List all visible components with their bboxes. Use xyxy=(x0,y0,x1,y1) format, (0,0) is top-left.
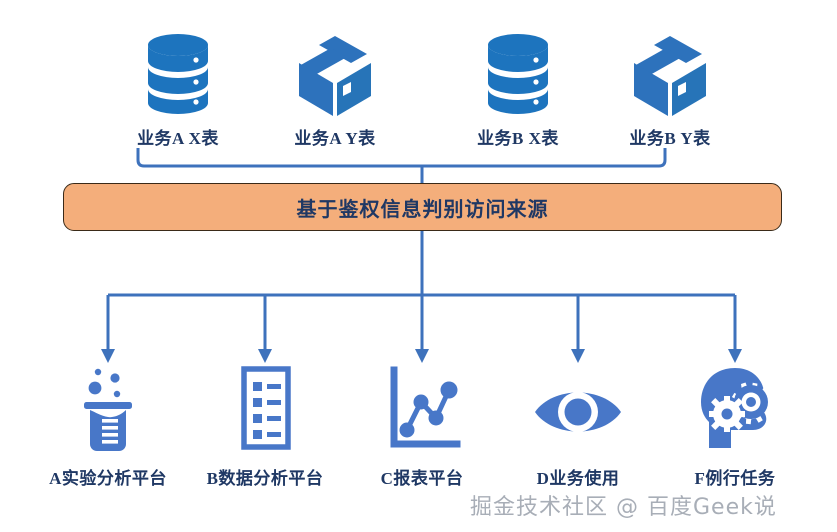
arrowhead-1 xyxy=(101,349,115,363)
source-label-3: 业务B X表 xyxy=(477,129,559,148)
source-label-4: 业务B Y表 xyxy=(629,129,711,148)
top-bracket xyxy=(136,148,667,168)
destination-label-3: C报表平台 xyxy=(380,469,464,488)
arrowhead-2 xyxy=(258,349,272,363)
destination-label-2: B数据分析平台 xyxy=(206,469,324,488)
destination-label-4: D业务使用 xyxy=(536,469,620,488)
arrowhead-5 xyxy=(728,349,742,363)
destination-node-5[interactable]: F例行任务 xyxy=(660,358,810,489)
checklist-icon xyxy=(190,358,340,454)
destination-node-4[interactable]: D业务使用 xyxy=(503,358,653,489)
box-icon xyxy=(275,28,395,120)
process-box[interactable]: 基于鉴权信息判别访问来源 xyxy=(63,183,782,231)
watermark: 掘金技术社区 @ 百度Geek说 xyxy=(470,495,777,520)
arrowhead-4 xyxy=(571,349,585,363)
destination-node-2[interactable]: B数据分析平台 xyxy=(190,358,340,489)
database-icon xyxy=(458,28,578,120)
source-node-2[interactable]: 业务A Y表 xyxy=(275,28,395,149)
destination-label-5: F例行任务 xyxy=(694,469,776,488)
arrowheads xyxy=(101,349,742,363)
eye-icon xyxy=(503,358,653,454)
line-chart-icon xyxy=(347,358,497,454)
beaker-icon xyxy=(33,358,183,454)
process-box-label: 基于鉴权信息判别访问来源 xyxy=(296,198,549,221)
head-gears-icon xyxy=(660,358,810,454)
source-node-3[interactable]: 业务B X表 xyxy=(458,28,578,149)
destination-label-1: A实验分析平台 xyxy=(49,469,167,488)
arrowhead-3 xyxy=(415,349,429,363)
destination-node-3[interactable]: C报表平台 xyxy=(347,358,497,489)
source-node-4[interactable]: 业务B Y表 xyxy=(610,28,730,149)
database-icon xyxy=(118,28,238,120)
source-label-1: 业务A X表 xyxy=(137,129,219,148)
source-label-2: 业务A Y表 xyxy=(294,129,376,148)
source-node-1[interactable]: 业务A X表 xyxy=(118,28,238,149)
box-icon xyxy=(610,28,730,120)
destination-node-1[interactable]: A实验分析平台 xyxy=(33,358,183,489)
